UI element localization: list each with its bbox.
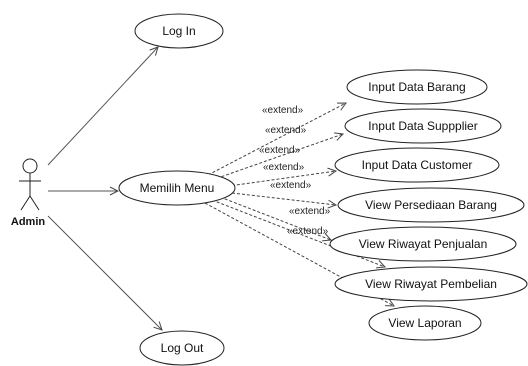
extend-riwayat-pembelian: [211, 199, 385, 267]
use-case-riwayat-penjualan[interactable]: View Riwayat Penjualan: [329, 226, 517, 262]
use-case-menu-shape: [118, 170, 236, 206]
use-case-input-customer[interactable]: Input Data Customer: [334, 147, 500, 183]
actor-head: [22, 158, 38, 174]
use-case-input-customer-shape: [334, 147, 500, 183]
extend-laporan: [204, 202, 394, 306]
extend-label: «extend»: [287, 226, 329, 237]
extend-persediaan: [231, 192, 336, 205]
use-case-login-label: Log In: [162, 24, 195, 38]
use-case-laporan[interactable]: View Laporan: [368, 305, 482, 341]
use-case-input-supplier-shape: [344, 108, 502, 144]
actor-left-leg: [20, 195, 31, 211]
extend-label: «extend»: [263, 162, 305, 173]
use-case-input-barang[interactable]: Input Data Barang: [346, 69, 488, 105]
use-case-input-customer-label: Input Data Customer: [362, 158, 473, 172]
actor-name-label: Admin: [11, 216, 46, 228]
admin-actor: Admin: [11, 158, 46, 228]
use-case-riwayat-pembelian-shape: [334, 266, 528, 302]
use-case-persediaan-label: View Persediaan Barang: [365, 198, 497, 212]
use-case-riwayat-penjualan-label: View Riwayat Penjualan: [359, 237, 488, 251]
extend-label: «extend»: [289, 206, 331, 217]
use-case-login-shape: [134, 13, 224, 49]
use-case-logout-label: Log Out: [161, 341, 204, 355]
use-case-laporan-label: View Laporan: [388, 316, 461, 330]
use-case-laporan-shape: [368, 305, 482, 341]
use-case-logout[interactable]: Log Out: [139, 330, 225, 366]
use-case-riwayat-pembelian[interactable]: View Riwayat Pembelian: [334, 266, 528, 302]
use-case-input-barang-shape: [346, 69, 488, 105]
use-case-riwayat-penjualan-shape: [329, 226, 517, 262]
extend-label: «extend»: [262, 105, 304, 116]
extend-label: «extend»: [270, 180, 312, 191]
extend-input-customer: [221, 171, 336, 188]
extend-label: «extend»: [259, 145, 301, 156]
extend-relations: «extend» «extend» «extend» «extend» «ext…: [204, 103, 394, 306]
actor-right-leg: [29, 195, 40, 211]
use-case-input-supplier[interactable]: Input Data Suppplier: [344, 108, 502, 144]
use-case-login[interactable]: Log In: [134, 13, 224, 49]
use-case-menu-label: Memilih Menu: [140, 181, 215, 195]
association-logout: [47, 215, 162, 330]
use-case-persediaan-shape: [337, 187, 525, 223]
use-case-riwayat-pembelian-label: View Riwayat Pembelian: [365, 277, 497, 291]
use-case-menu[interactable]: Memilih Menu: [118, 170, 236, 206]
association-login: [47, 47, 158, 166]
extend-label: «extend»: [265, 125, 307, 136]
extend-input-supplier: [211, 134, 343, 181]
use-case-input-barang-label: Input Data Barang: [368, 80, 465, 94]
use-case-logout-shape: [139, 330, 225, 366]
use-case-persediaan[interactable]: View Persediaan Barang: [337, 187, 525, 223]
use-case-input-supplier-label: Input Data Suppplier: [368, 119, 477, 133]
extend-input-barang: [207, 103, 346, 176]
